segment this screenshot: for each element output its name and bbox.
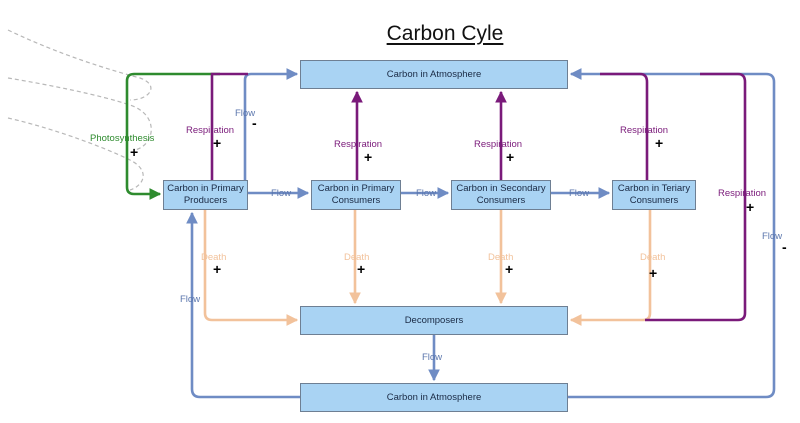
node-carbon-atmosphere-top: Carbon in Atmosphere [300,60,568,89]
death-arrow-tertiary [569,210,652,326]
sign-plus-respiration-primary: + [364,149,373,165]
respiration-arrow-decomposers [645,72,747,322]
sign-plus-respiration-producers: + [213,135,222,151]
respiration-arrows [210,72,747,322]
flow-arrow-outer-return [568,68,776,399]
death-arrow-producers [203,210,299,326]
flow-arrow-atmosphere-to-producers [186,211,300,399]
flow-label-decomposers: Flow [422,352,443,363]
respiration-label-decomposers: Respiration [718,188,767,199]
node-primary-producers: Carbon in Primary Producers [163,180,248,210]
respiration-label-producers: Respiration [186,125,235,136]
photosynthesis-arrow [125,72,220,200]
sign-plus-death-producers: + [213,261,222,277]
flow-label-producers-primary: Flow [271,188,292,199]
sunlight-ray-2 [7,77,152,151]
diagram-title: Carbon Cyle [386,22,504,45]
photosynthesis-label: Photosynthesis [90,133,155,144]
flow-label-primary-secondary: Flow [416,188,437,199]
death-label-tertiary: Death [640,252,666,263]
flow-arrows [186,68,776,399]
sign-minus-right-return: - [782,239,787,255]
sign-plus-death-secondary: + [505,261,514,277]
flow-arrow-producers-to-atmosphere [243,68,299,180]
sunlight-rays [7,29,152,191]
sign-plus-death-tertiary: + [649,265,658,281]
sunlight-ray-1 [7,29,152,101]
node-secondary-consumers: Carbon in Secondary Consumers [451,180,551,210]
respiration-label-primary: Respiration [334,139,383,150]
flow-label-secondary-tertiary: Flow [569,188,590,199]
node-carbon-atmosphere-bottom: Carbon in Atmosphere [300,383,568,412]
flow-label-producers-up: Flow [235,108,256,119]
node-decomposers: Decomposers [300,306,568,335]
death-arrows [203,210,652,326]
sign-minus-flow-producers: - [252,115,257,131]
sign-plus-death-primary: + [357,261,366,277]
death-label-primary: Death [344,252,370,263]
sign-plus-respiration-secondary: + [506,149,515,165]
node-tertiary-consumers: Carbon in Teriary Consumers [612,180,696,210]
sign-plus-respiration-decomposers: + [746,199,755,215]
respiration-arrow-producers [210,72,248,180]
death-label-secondary: Death [488,252,514,263]
respiration-label-secondary: Respiration [474,139,523,150]
respiration-label-tertiary: Respiration [620,125,669,136]
sign-plus-photosynthesis: + [130,144,139,160]
sunlight-ray-3 [7,117,144,191]
flow-label-left-return: Flow [180,294,201,305]
node-primary-consumers: Carbon in Primary Consumers [311,180,401,210]
respiration-arrow-tertiary [600,72,649,180]
flow-label-right-return: Flow [762,231,783,242]
sign-plus-respiration-tertiary: + [655,135,664,151]
death-label-producers: Death [201,252,227,263]
